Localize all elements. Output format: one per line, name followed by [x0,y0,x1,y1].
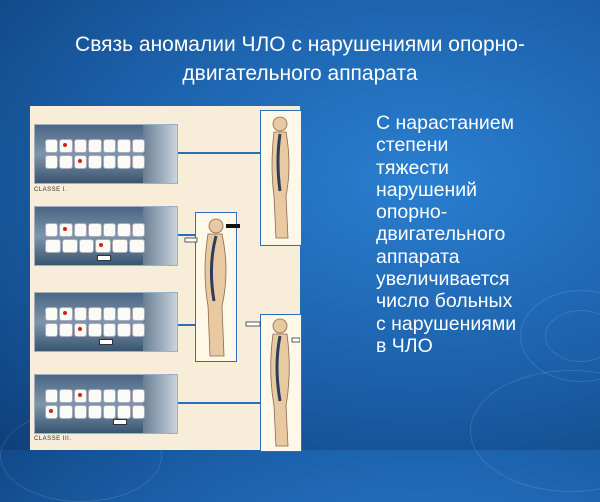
illustration-malocclusion-posture: CLASSE I. CLASSE III. [30,106,302,452]
class-label-1: CLASSE I. [34,187,68,193]
standing-figure-icon [184,218,240,357]
jaw-image-class-3 [34,374,178,434]
jaw-image-class-2 [34,206,178,266]
slide-body-text: С нарастанием степени тяжести нарушений … [376,112,517,357]
jaw-image-class-1 [34,124,178,184]
jaw-image-class-2-div2 [34,292,178,352]
standing-figure-icon [245,318,300,447]
standing-figure-icon [271,116,290,239]
posture-figures [184,116,300,447]
slide-title: Связь аномалии ЧЛО с нарушениями опорно-… [75,33,525,85]
class-label-3: CLASSE III. [34,436,72,442]
